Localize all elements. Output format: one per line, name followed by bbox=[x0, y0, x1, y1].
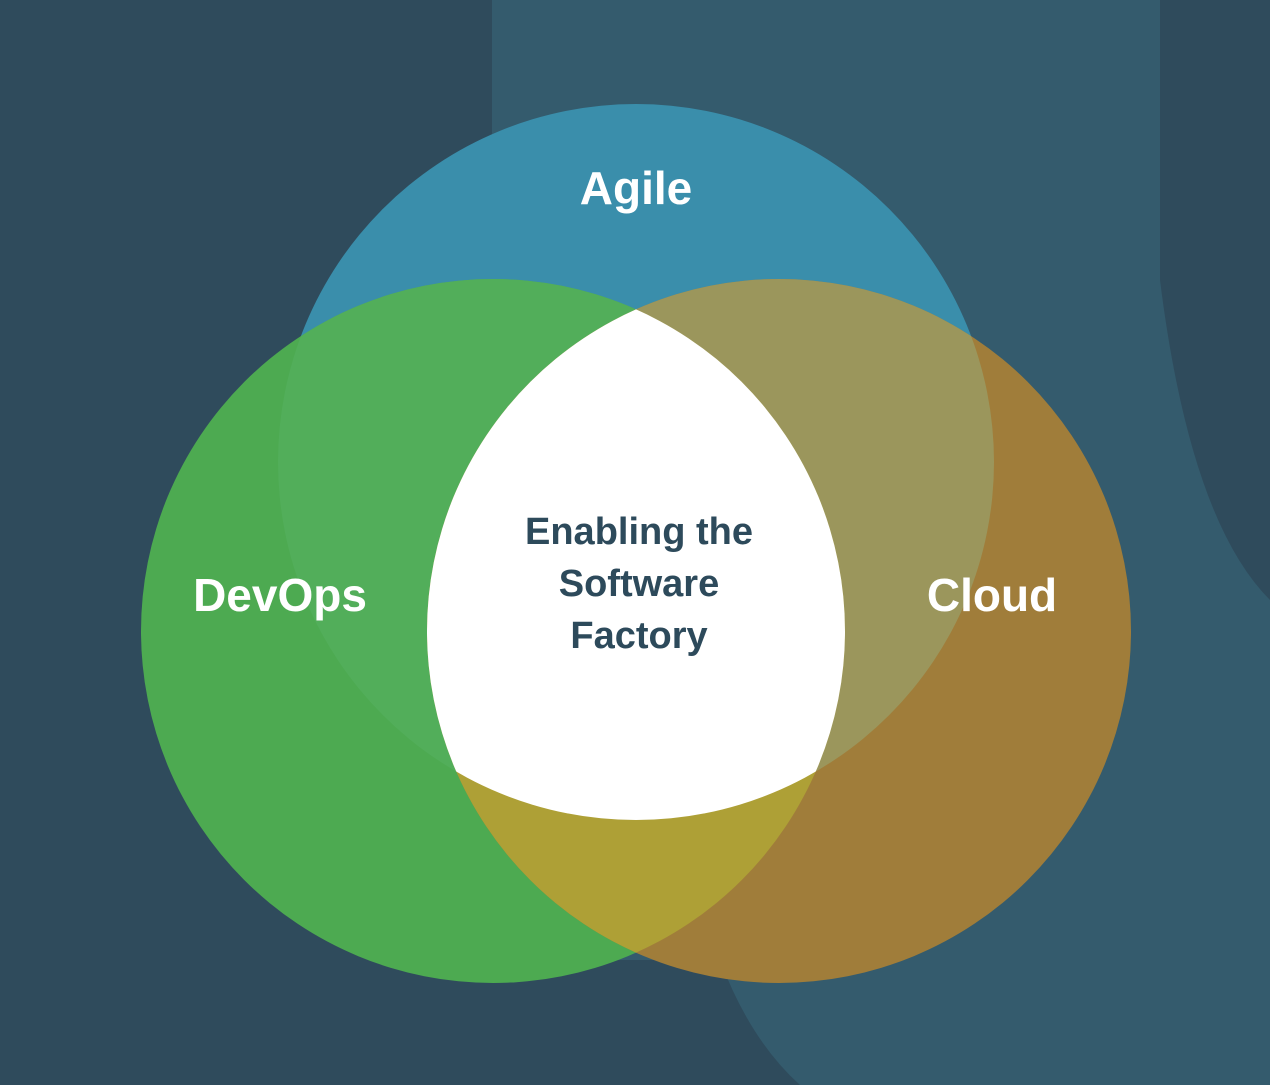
devops-label: DevOps bbox=[193, 569, 367, 621]
center-overlap bbox=[427, 279, 845, 820]
agile-label: Agile bbox=[580, 162, 692, 214]
center-label-line-2: Software bbox=[559, 563, 719, 605]
cloud-label: Cloud bbox=[927, 569, 1057, 621]
center-label-line-1: Enabling the bbox=[525, 511, 753, 553]
center-label-line-3: Factory bbox=[570, 615, 707, 657]
